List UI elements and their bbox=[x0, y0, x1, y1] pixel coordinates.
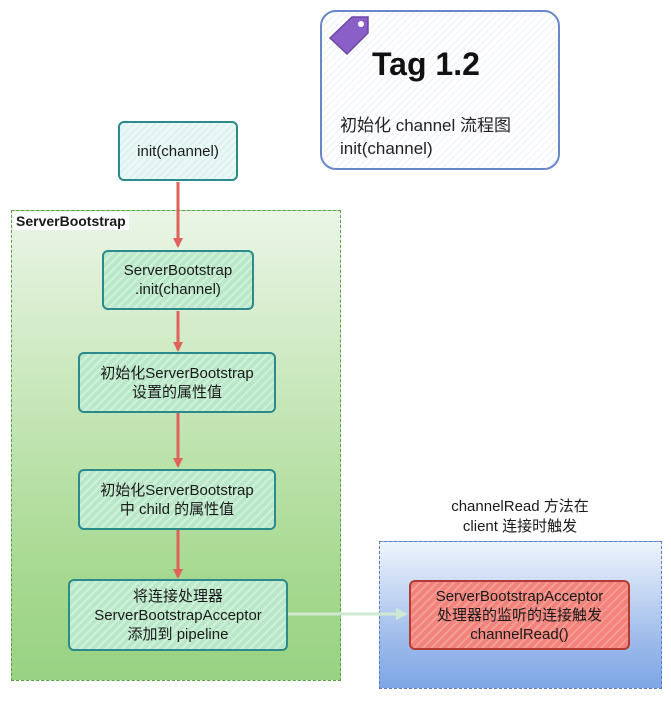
serverbootstrap-group-label: ServerBootstrap bbox=[13, 212, 129, 230]
node-init-channel: init(channel) bbox=[118, 121, 238, 181]
tag-title: Tag 1.2 bbox=[372, 46, 480, 82]
node-init-channel-label: init(channel) bbox=[137, 142, 219, 160]
node-init-child-attrs: 初始化ServerBootstrap 中 child 的属性值 bbox=[78, 469, 276, 530]
node-acceptor-channelread-label: ServerBootstrapAcceptor 处理器的监听的连接触发 chan… bbox=[435, 587, 604, 643]
node-serverbootstrap-init-label: ServerBootstrap .init(channel) bbox=[123, 262, 233, 298]
node-init-attrs-label: 初始化ServerBootstrap 设置的属性值 bbox=[100, 364, 254, 401]
node-add-acceptor-label: 将连接处理器 ServerBootstrapAcceptor 添加到 pipel… bbox=[94, 587, 262, 643]
node-init-child-attrs-label: 初始化ServerBootstrap 中 child 的属性值 bbox=[100, 481, 254, 518]
tag-icon bbox=[328, 16, 369, 56]
tag-subtitle: 初始化 channel 流程图 init(channel) bbox=[340, 116, 511, 158]
node-init-attrs: 初始化ServerBootstrap 设置的属性值 bbox=[78, 352, 276, 413]
node-acceptor-channelread: ServerBootstrapAcceptor 处理器的监听的连接触发 chan… bbox=[409, 580, 630, 650]
client-group-caption: channelRead 方法在 client 连接时触发 bbox=[451, 498, 589, 535]
node-add-acceptor: 将连接处理器 ServerBootstrapAcceptor 添加到 pipel… bbox=[68, 579, 288, 651]
node-serverbootstrap-init: ServerBootstrap .init(channel) bbox=[102, 250, 254, 310]
